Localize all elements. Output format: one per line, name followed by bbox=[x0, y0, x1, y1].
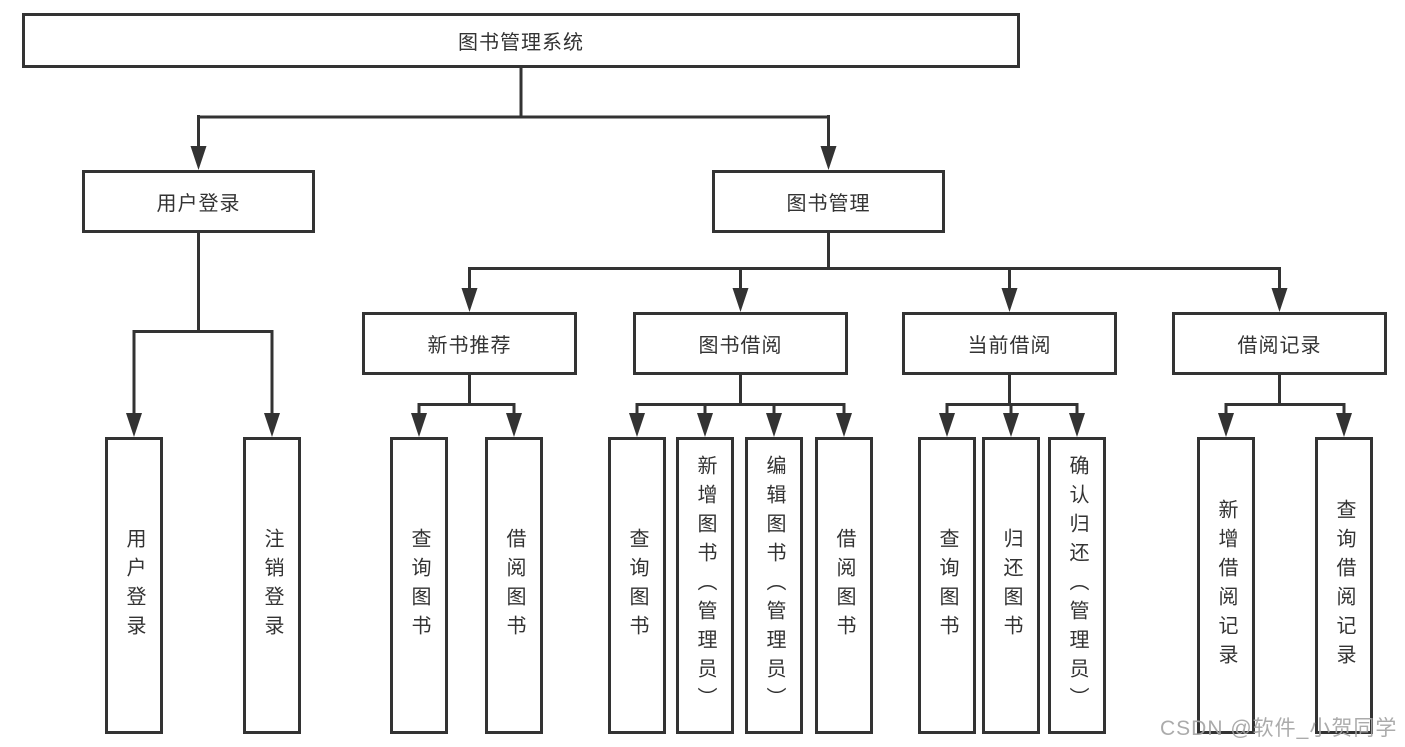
leaf-query-books-current: 查询图书 bbox=[918, 437, 976, 734]
leaf-query-books-borrowing: 查询图书 bbox=[608, 437, 666, 734]
node-user-login: 用户登录 bbox=[82, 170, 315, 233]
leaf-query-books-recommend: 查询图书 bbox=[390, 437, 448, 734]
node-current-borrowing: 当前借阅 bbox=[902, 312, 1117, 375]
leaf-user-login: 用户登录 bbox=[105, 437, 163, 734]
leaf-add-borrow-record: 新增借阅记录 bbox=[1197, 437, 1255, 734]
leaf-borrow-books-borrowing: 借阅图书 bbox=[815, 437, 873, 734]
leaf-query-borrow-record: 查询借阅记录 bbox=[1315, 437, 1373, 734]
node-library-system: 图书管理系统 bbox=[22, 13, 1020, 68]
leaf-confirm-return-admin: 确认归还（管理员） bbox=[1048, 437, 1106, 734]
node-book-management: 图书管理 bbox=[712, 170, 945, 233]
node-book-borrowing: 图书借阅 bbox=[633, 312, 848, 375]
leaf-edit-book-admin: 编辑图书（管理员） bbox=[745, 437, 803, 734]
leaf-logout: 注销登录 bbox=[243, 437, 301, 734]
csdn-watermark: CSDN @软件_小贺同学 bbox=[1160, 717, 1398, 740]
leaf-add-book-admin: 新增图书（管理员） bbox=[676, 437, 734, 734]
node-borrow-records: 借阅记录 bbox=[1172, 312, 1387, 375]
leaf-return-books: 归还图书 bbox=[982, 437, 1040, 734]
leaf-borrow-books-recommend: 借阅图书 bbox=[485, 437, 543, 734]
node-new-book-recommend: 新书推荐 bbox=[362, 312, 577, 375]
